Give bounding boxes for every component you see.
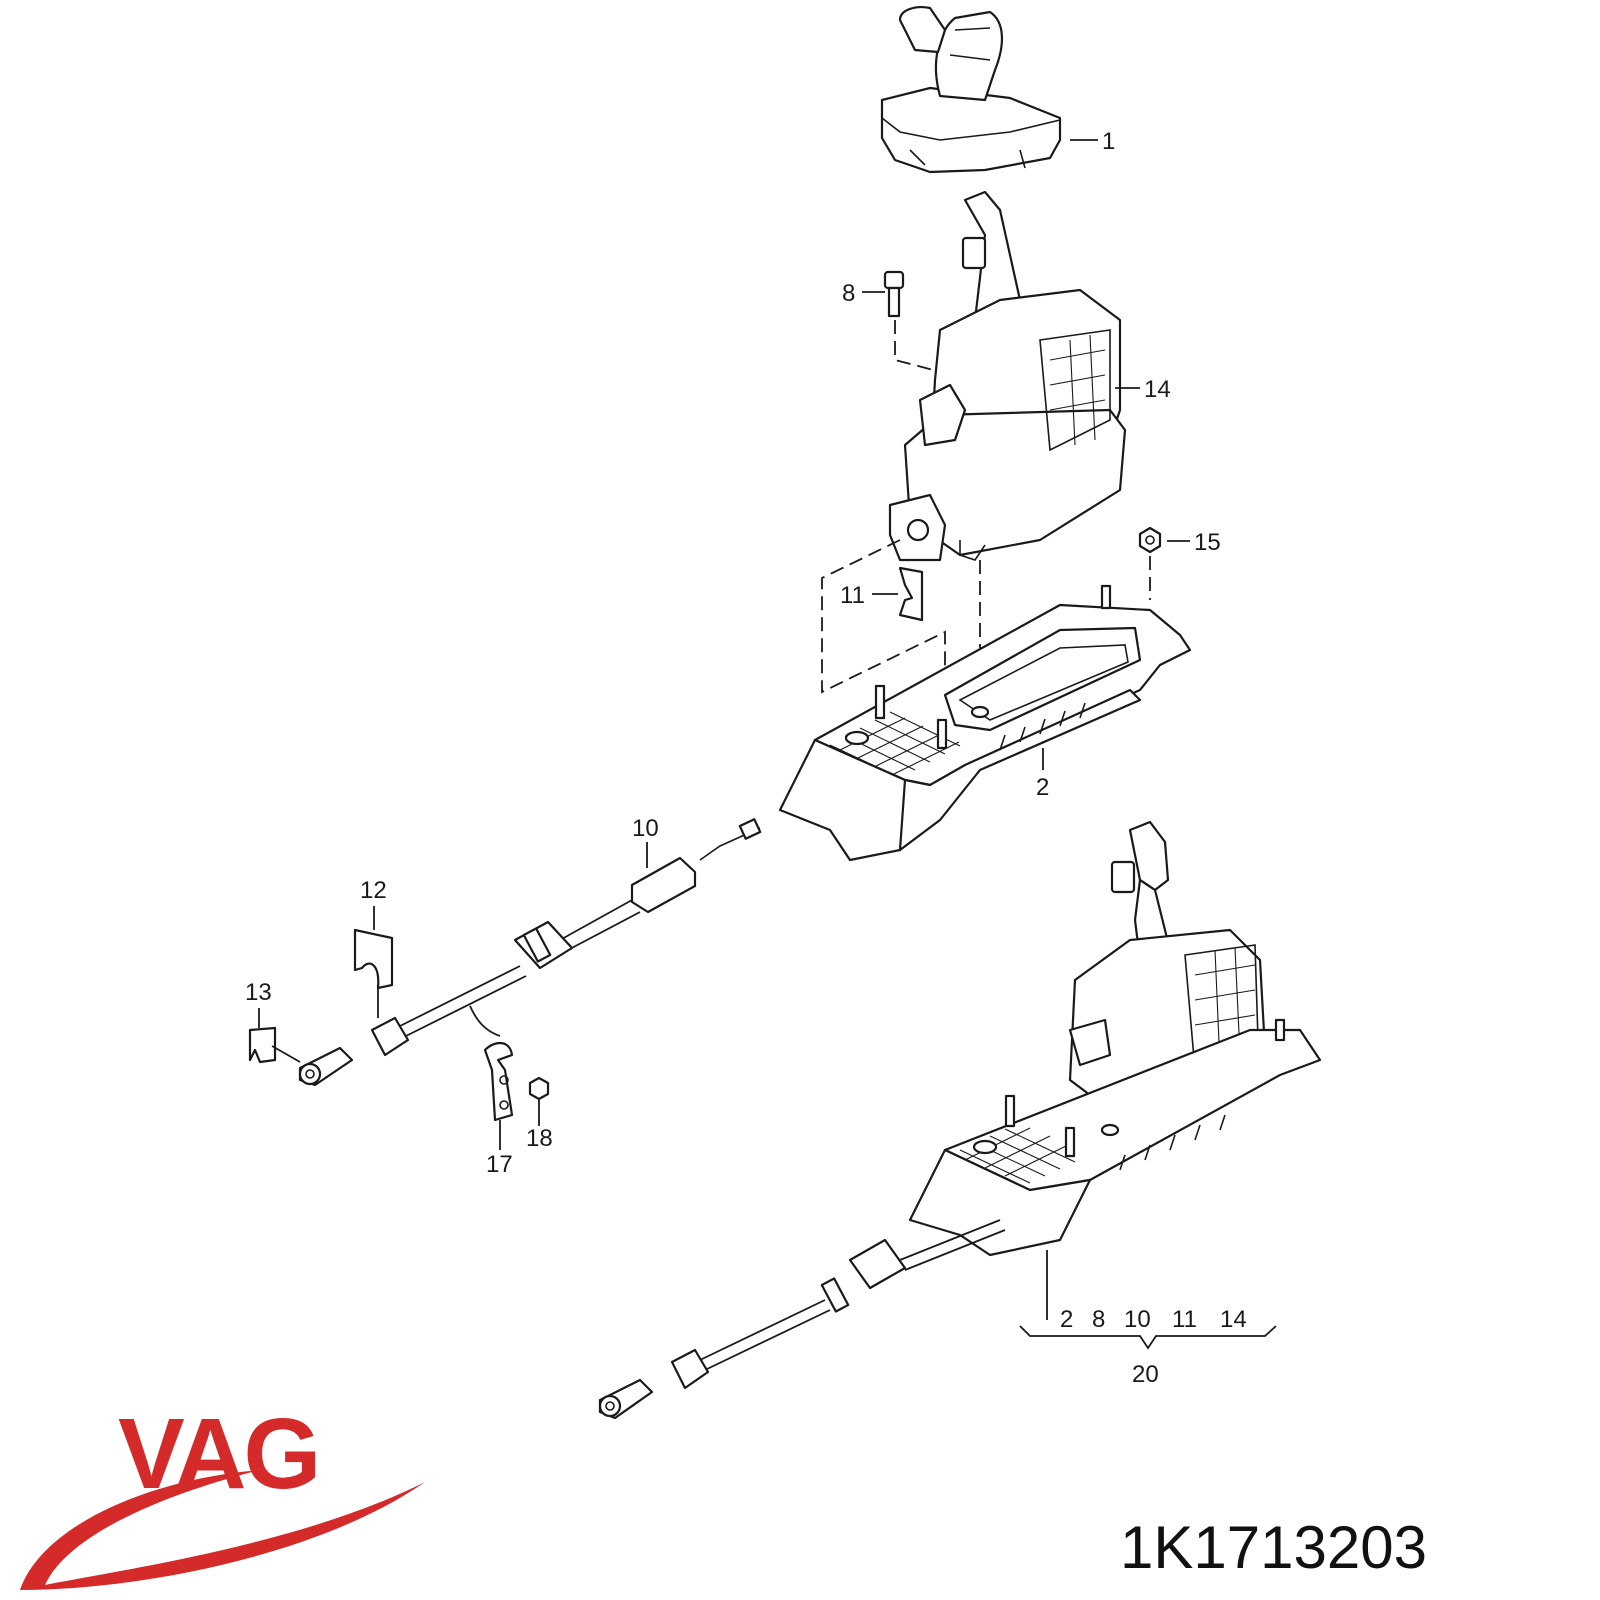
assembly-item: 8 (1092, 1306, 1105, 1333)
shift-cable (298, 818, 762, 1087)
assembly-item: 11 (1172, 1306, 1197, 1333)
selector-housing (888, 190, 1127, 720)
shift-knob-cover (880, 6, 1062, 174)
assembly-item: 10 (1124, 1306, 1151, 1333)
callout-12: 12 (360, 877, 387, 904)
callout-11: 11 (840, 582, 865, 609)
assembly-item: 14 (1220, 1306, 1247, 1333)
leader-lines (258, 139, 1277, 1350)
cable-clip (353, 928, 394, 990)
mounting-bracket (483, 1042, 514, 1122)
callout-1: 1 (1102, 128, 1115, 155)
callout-8: 8 (842, 280, 855, 307)
bolt (883, 270, 1011, 391)
base-frame (778, 584, 1192, 862)
callout-13: 13 (245, 979, 272, 1006)
assembly-item: 2 (1060, 1306, 1073, 1333)
callout-17: 17 (486, 1151, 513, 1178)
logo-text: VAG (118, 1398, 318, 1510)
callout-labels: 1 8 14 15 11 2 10 12 13 17 18 (245, 128, 1221, 1178)
part-number: 1K1713203 (1120, 1514, 1427, 1581)
assembly-contents: 2 8 10 11 14 20 (1060, 1306, 1247, 1388)
callout-2: 2 (1036, 774, 1049, 801)
callout-18: 18 (526, 1125, 553, 1152)
callout-15: 15 (1194, 529, 1221, 556)
assembly-number: 20 (1132, 1361, 1159, 1388)
logo-swoosh (20, 1470, 425, 1590)
small-bracket (248, 1026, 277, 1064)
complete-assembly (598, 820, 1322, 1420)
callout-14: 14 (1144, 376, 1171, 403)
retaining-clip (821, 539, 946, 720)
small-nut (528, 1076, 550, 1101)
nut (1138, 526, 1162, 600)
vag-logo: VAG (20, 1398, 425, 1590)
callout-10: 10 (632, 815, 659, 842)
